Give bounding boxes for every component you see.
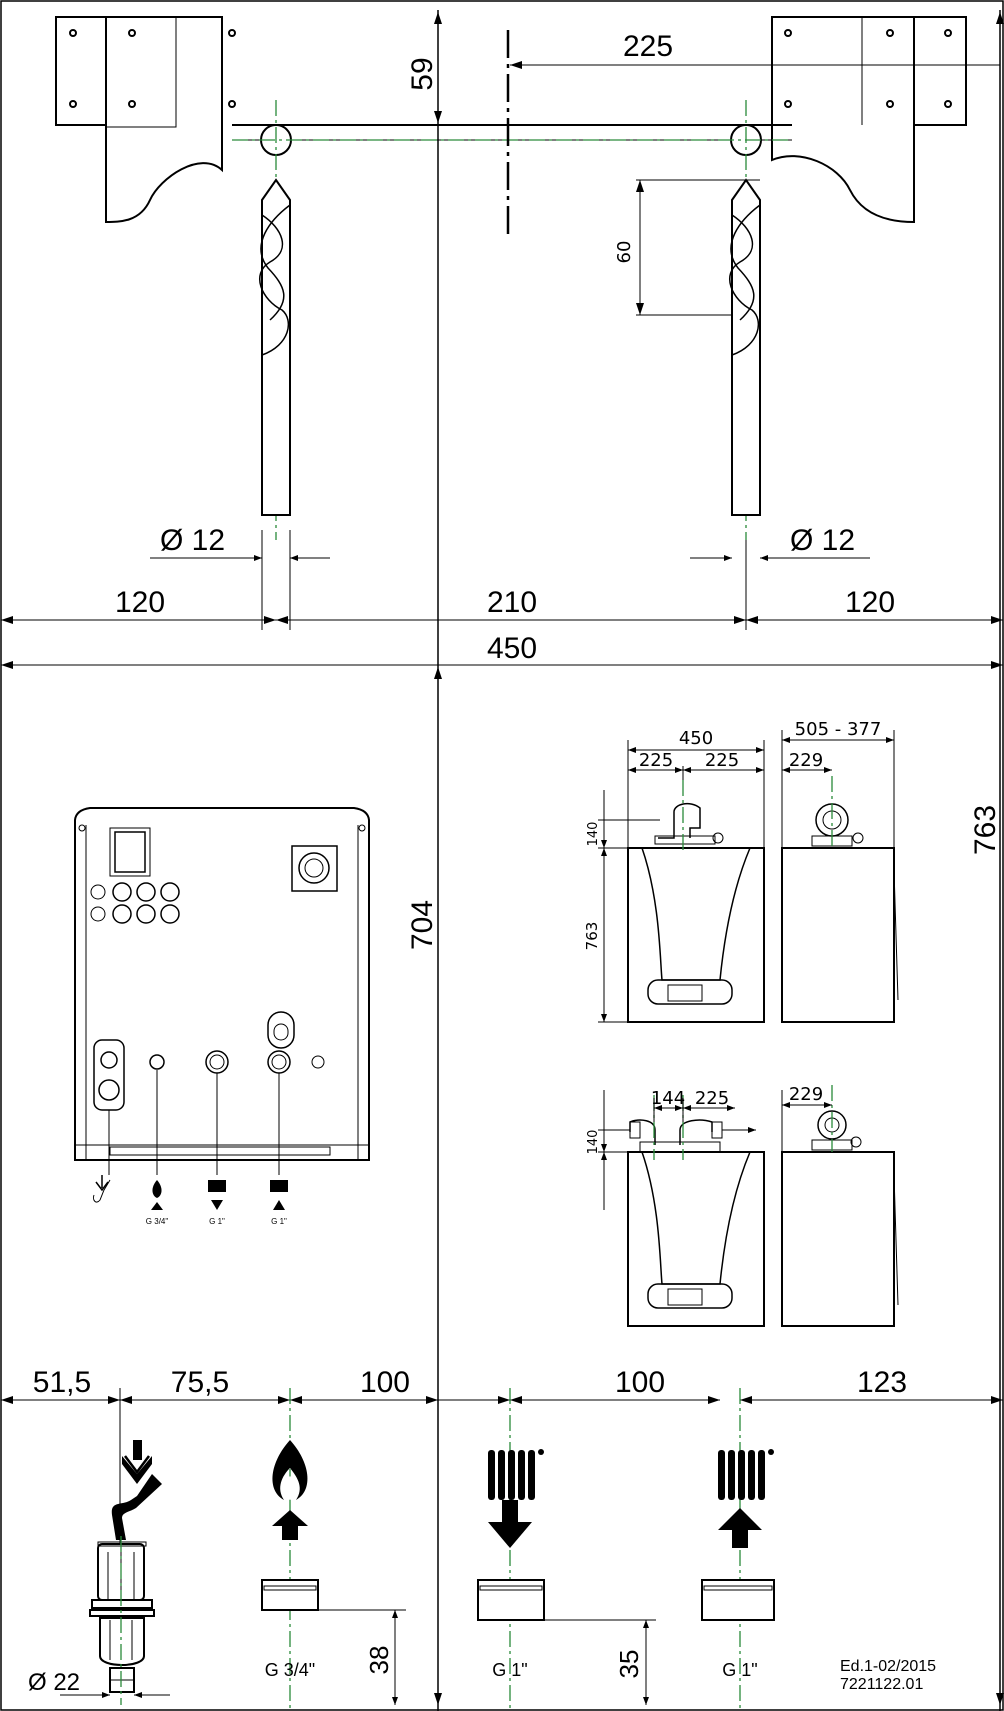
dim-763: 763 <box>969 805 1002 855</box>
front-view-top: 450 225 225 140 763 <box>583 728 765 1023</box>
drain-connection: Ø 22 <box>28 1388 170 1705</box>
dim-drill-diameter-left: Ø 12 <box>150 524 330 561</box>
radiator-icon-flow <box>488 1449 544 1500</box>
gas-connection: 38 G 3/4" <box>261 1388 406 1710</box>
drill-bit-right <box>729 178 761 516</box>
dim-60: 60 <box>614 241 635 264</box>
fvb-offset-b: 225 <box>695 1088 729 1109</box>
gas-label: G 3/4" <box>265 1660 315 1680</box>
gas-depth: 38 <box>364 1646 394 1675</box>
boiler-rear-view: G 3/4" G 1" G 1" <box>74 807 370 1226</box>
edition-line-2: 7221122.01 <box>840 1676 923 1693</box>
rear-label-flow: G 1" <box>209 1217 225 1226</box>
rear-label-gas: G 3/4" <box>146 1217 169 1226</box>
dim-59: 59 <box>406 57 439 90</box>
conn-dim-75-5: 75,5 <box>171 1366 229 1399</box>
side-view-bottom: 229 <box>781 1084 899 1327</box>
return-connection: G 1" <box>701 1388 775 1710</box>
flow-label: G 1" <box>492 1660 527 1680</box>
flow-arrow-down-icon <box>488 1500 532 1548</box>
fv-half-left: 225 <box>639 750 673 771</box>
flow-connection: 35 G 1" <box>477 1388 656 1710</box>
dim-210: 210 <box>487 586 537 619</box>
conn-dim-100-a: 100 <box>360 1366 410 1399</box>
flow-depth: 35 <box>614 1650 644 1679</box>
sv-depth: 505 - 377 <box>795 719 882 740</box>
edition-line-1: Ed.1-02/2015 <box>840 1658 936 1675</box>
rear-label-return: G 1" <box>271 1217 287 1226</box>
drain-diameter: Ø 22 <box>28 1669 80 1696</box>
fv-width: 450 <box>679 728 713 749</box>
return-radiator-icon-small <box>270 1180 288 1210</box>
dim-drill-diameter-right: Ø 12 <box>690 524 870 561</box>
wall-bracket <box>55 16 967 540</box>
side-view-top: 505 - 377 229 <box>781 719 899 1023</box>
drill-diameter-left: Ø 12 <box>160 524 225 557</box>
drain-icon-small <box>93 1175 111 1203</box>
flow-radiator-icon-small <box>208 1180 226 1210</box>
bracket-holes <box>69 29 952 108</box>
drill-diameter-right: Ø 12 <box>790 524 855 557</box>
dim-704: 704 <box>406 900 439 950</box>
return-arrow-up-icon <box>718 1508 762 1548</box>
front-view-bottom: 144 225 140 <box>586 1088 765 1327</box>
flame-icon <box>272 1440 308 1500</box>
dim-120-left: 120 <box>115 586 165 619</box>
width-dimensions: 120 210 120 450 <box>1 530 1003 669</box>
conn-dim-100-b: 100 <box>615 1366 665 1399</box>
dim-120-right: 120 <box>845 586 895 619</box>
fv-flue-height: 140 <box>586 822 601 847</box>
radiator-icon-return <box>718 1449 774 1500</box>
drill-bit-left <box>259 178 291 516</box>
dim-450: 450 <box>487 632 537 665</box>
gas-arrow-up-icon <box>272 1510 308 1540</box>
fv-height: 763 <box>583 922 601 951</box>
sv-offset: 229 <box>789 750 823 771</box>
dim-225-top: 225 <box>623 30 673 63</box>
fvb-flue-height: 140 <box>586 1130 601 1155</box>
conn-dim-51-5: 51,5 <box>33 1366 91 1399</box>
port-grid <box>90 882 180 924</box>
conn-dim-123: 123 <box>857 1366 907 1399</box>
return-label: G 1" <box>722 1660 757 1680</box>
connection-dimensions: 51,5 75,5 100 100 123 <box>1 1366 1003 1404</box>
fv-half-right: 225 <box>705 750 739 771</box>
svb-offset: 229 <box>789 1084 823 1105</box>
fvb-offset-a: 144 <box>651 1088 685 1109</box>
gas-icon-small <box>151 1180 163 1210</box>
